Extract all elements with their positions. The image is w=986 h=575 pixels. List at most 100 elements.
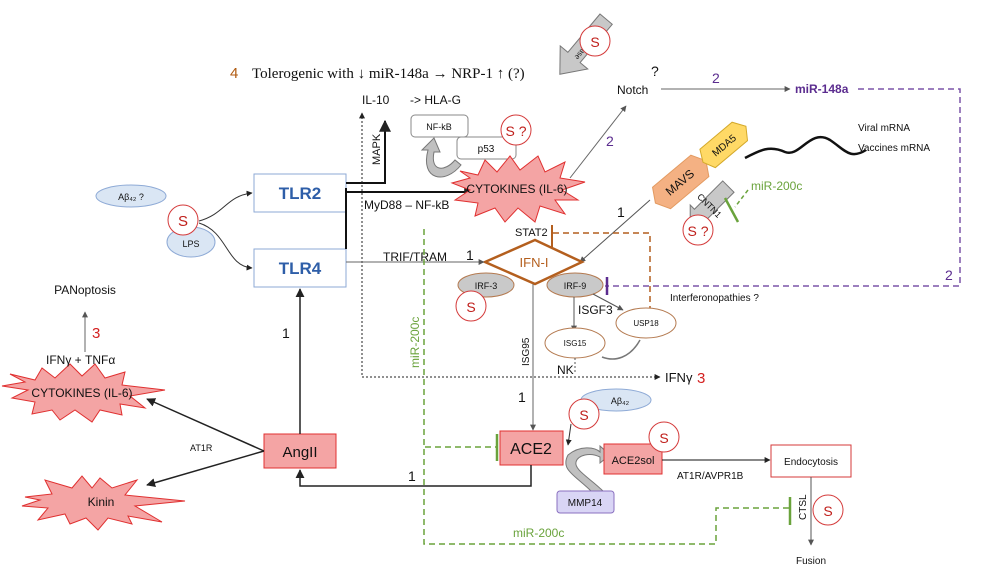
pathway-number-3-ifng: 3 bbox=[697, 370, 705, 387]
nk-label: NK bbox=[557, 363, 574, 377]
tolerogenic-title: Tolerogenic with ↓ miR-148a → NRP-1 ↑ (?… bbox=[252, 66, 525, 82]
spike-to-tlr2-arrow bbox=[198, 190, 253, 222]
spike-label-ace2: S bbox=[579, 407, 588, 423]
trif-tram-label: TRIF/TRAM bbox=[383, 250, 447, 264]
spike-to-ace2-arrow bbox=[565, 423, 572, 446]
mir200c-label-vertical: miR-200c bbox=[408, 317, 422, 368]
mmp14-box bbox=[556, 490, 615, 514]
tlr4-label: TLR4 bbox=[279, 259, 322, 278]
pathway-number-2b: 2 bbox=[712, 70, 720, 86]
mir200c-label-cntn1: miR-200c bbox=[751, 179, 802, 193]
fusion-label: Fusion bbox=[796, 556, 826, 567]
ab42-question-ellipse bbox=[95, 184, 167, 208]
spike-protein-circle bbox=[167, 204, 199, 236]
hla-g-label: -> HLA-G bbox=[410, 93, 461, 107]
lps-label: LPS bbox=[182, 239, 199, 249]
mapk-arrow bbox=[346, 119, 391, 184]
mmp14-cleavage-arrow bbox=[565, 444, 611, 493]
spike-label-irf3: S bbox=[466, 299, 475, 315]
stat2-label: STAT2 bbox=[515, 227, 548, 239]
spike-circle-gamma bbox=[579, 25, 611, 57]
pathway-number-1-ace2: 1 bbox=[518, 389, 526, 405]
irf9-to-usp18-arrow bbox=[592, 293, 624, 311]
mir200c-label-bottom: miR-200c bbox=[513, 526, 564, 540]
isgf3-label: ISGF3 bbox=[578, 303, 613, 317]
p53-label: p53 bbox=[478, 144, 495, 155]
pathway-number-3-panoptosis: 3 bbox=[92, 325, 100, 342]
cytokines-left-label: CYTOKINES (IL-6) bbox=[31, 386, 132, 400]
ifng-label: IFNγ bbox=[665, 370, 693, 385]
angii-box bbox=[263, 433, 337, 469]
mavs-shape: MAVS bbox=[652, 154, 710, 210]
isg95-label: ISG95 bbox=[521, 337, 532, 366]
panoptosis-label: PANoptosis bbox=[54, 283, 116, 297]
viral-mrna-squiggle bbox=[744, 136, 867, 160]
ifn1-label: IFN-I bbox=[520, 255, 549, 270]
mir200c-cntn1-inhibition-bar bbox=[723, 197, 740, 223]
pathway-number-1-mavs: 1 bbox=[617, 204, 625, 220]
tlr4-box bbox=[253, 248, 347, 288]
pathway-number-2a: 2 bbox=[606, 133, 614, 149]
spike-label-ctsl: S bbox=[823, 503, 832, 519]
viral-mrna-label: Viral mRNA bbox=[858, 123, 910, 134]
mir200c-dashed-line bbox=[423, 229, 790, 545]
cytokines-top-starburst bbox=[450, 155, 586, 223]
ifng-tnfa-label: IFNγ + TNFα bbox=[46, 353, 115, 367]
ace2-box bbox=[499, 430, 564, 466]
mir148a-label: miR-148a bbox=[795, 82, 849, 96]
spike-question-label-cntn1: S ? bbox=[687, 223, 708, 239]
angii-label: AngII bbox=[282, 444, 317, 461]
pathway-number-2c: 2 bbox=[945, 267, 953, 283]
ace2-label: ACE2 bbox=[510, 441, 552, 458]
vaccines-mrna-label: Vaccines mRNA bbox=[858, 143, 930, 154]
ab42-label: Aβ₄₂ bbox=[611, 396, 630, 406]
spike-circle-irf3 bbox=[455, 290, 487, 322]
cytokines-to-notch-arrow bbox=[569, 105, 627, 179]
ace2-to-angii-arrow bbox=[295, 465, 532, 487]
cytokines-top-label: CYTOKINES (IL-6) bbox=[466, 182, 567, 196]
ace2sol-label: ACE2sol bbox=[612, 455, 655, 467]
irf3-label: IRF-3 bbox=[475, 281, 498, 291]
interferonopathies-label: Interferonopathies ? bbox=[670, 293, 759, 304]
notch-label: Notch bbox=[617, 83, 648, 97]
p53-to-nfkb-curved-arrow bbox=[420, 137, 462, 178]
kinin-label: Kinin bbox=[88, 495, 115, 509]
pathway-number-1-tlr4: 1 bbox=[282, 325, 290, 341]
spike-circle-ace2sol bbox=[648, 421, 680, 453]
isg15-to-usp18-curve bbox=[601, 339, 641, 360]
spike-question-circle-cntn1 bbox=[682, 214, 714, 246]
spike-to-tlr4-arrow bbox=[198, 222, 253, 271]
angii-to-kinin-arrow bbox=[146, 450, 265, 488]
angii-to-cytokines-arrow bbox=[146, 398, 265, 452]
nfkb-box bbox=[410, 114, 469, 138]
mir148a-inhibition-dashed-line bbox=[605, 88, 961, 287]
endocytosis-label: Endocytosis bbox=[784, 457, 838, 468]
mavs-to-ifn-arrow bbox=[579, 199, 651, 263]
ab42-question-label: Aβ₄₂ ? bbox=[118, 192, 144, 202]
spike-label: S bbox=[178, 213, 188, 230]
irf9-ellipse bbox=[546, 272, 604, 298]
pathway-number-4: 4 bbox=[230, 65, 238, 82]
kinin-starburst bbox=[21, 475, 186, 531]
mapk-label: MAPK bbox=[371, 133, 383, 165]
myd88-label: MyD88 – NF-kB bbox=[364, 198, 449, 212]
nfkb-label: NF-kB bbox=[426, 122, 452, 132]
il10-label: IL-10 bbox=[362, 93, 390, 107]
tlr2-label: TLR2 bbox=[279, 184, 322, 203]
usp18-label: USP18 bbox=[633, 319, 659, 328]
at1r-label: AT1R bbox=[190, 443, 213, 453]
at1r-avpr1b-label: AT1R/AVPR1B bbox=[677, 471, 744, 482]
irf9-label: IRF-9 bbox=[564, 281, 587, 291]
usp18-to-stat2-dashed bbox=[553, 232, 651, 308]
mir200c-cntn1-dashed bbox=[734, 189, 749, 208]
cytokines-left-starburst bbox=[1, 363, 166, 423]
spike-circle-ace2 bbox=[568, 398, 600, 430]
spike-label-ace2sol: S bbox=[659, 430, 668, 446]
pathway-number-1-angii: 1 bbox=[408, 468, 416, 484]
isg15-label: ISG15 bbox=[564, 339, 587, 348]
notch-question-mark: ? bbox=[651, 63, 659, 79]
spike-label-gamma: S bbox=[590, 34, 599, 50]
ifn1-diamond bbox=[481, 238, 585, 286]
ctsl-label: CTSL bbox=[798, 494, 809, 520]
